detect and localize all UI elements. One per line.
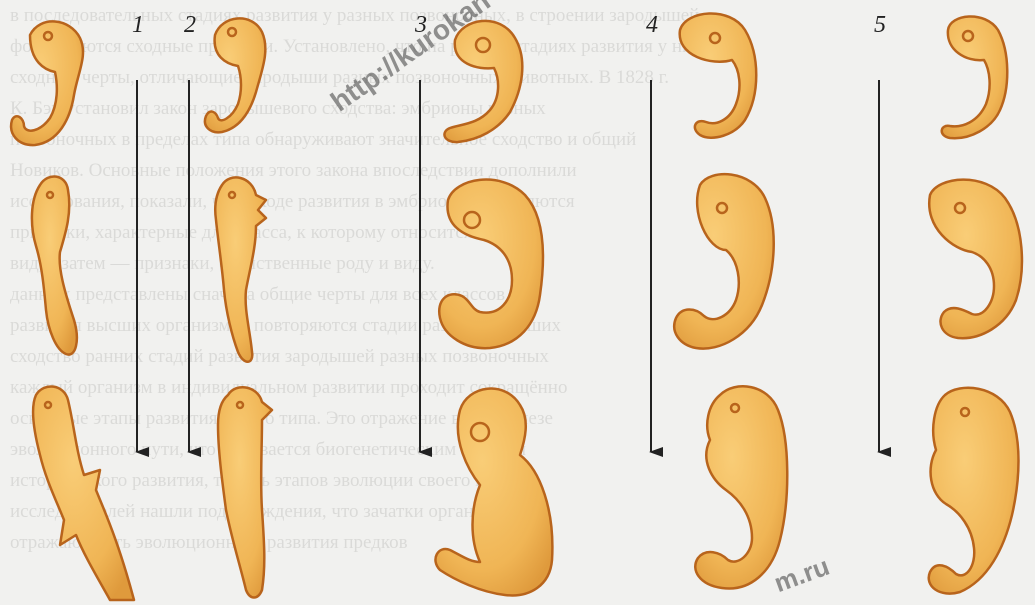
embryo-amphibian-stage-3 — [218, 387, 272, 597]
embryo-reptile-stage-3 — [435, 389, 552, 596]
embryo-mammal-stage-2 — [674, 174, 773, 348]
embryo-amphibian-stage-2 — [215, 177, 266, 361]
embryo-mammal-stage-1 — [680, 13, 757, 137]
embryo-human-stage-1 — [942, 16, 1008, 138]
embryo-mammal-stage-3 — [695, 386, 787, 588]
embryo-amphibian-stage-1 — [205, 18, 265, 132]
embryo-fish-stage-3 — [33, 386, 134, 600]
embryo-reptile-stage-2 — [439, 180, 543, 349]
embryo-human-stage-2 — [929, 180, 1022, 339]
embryo-fish-stage-2 — [32, 176, 77, 354]
embryo-human-stage-3 — [929, 388, 1019, 594]
embryo-fish-stage-1 — [11, 21, 83, 145]
